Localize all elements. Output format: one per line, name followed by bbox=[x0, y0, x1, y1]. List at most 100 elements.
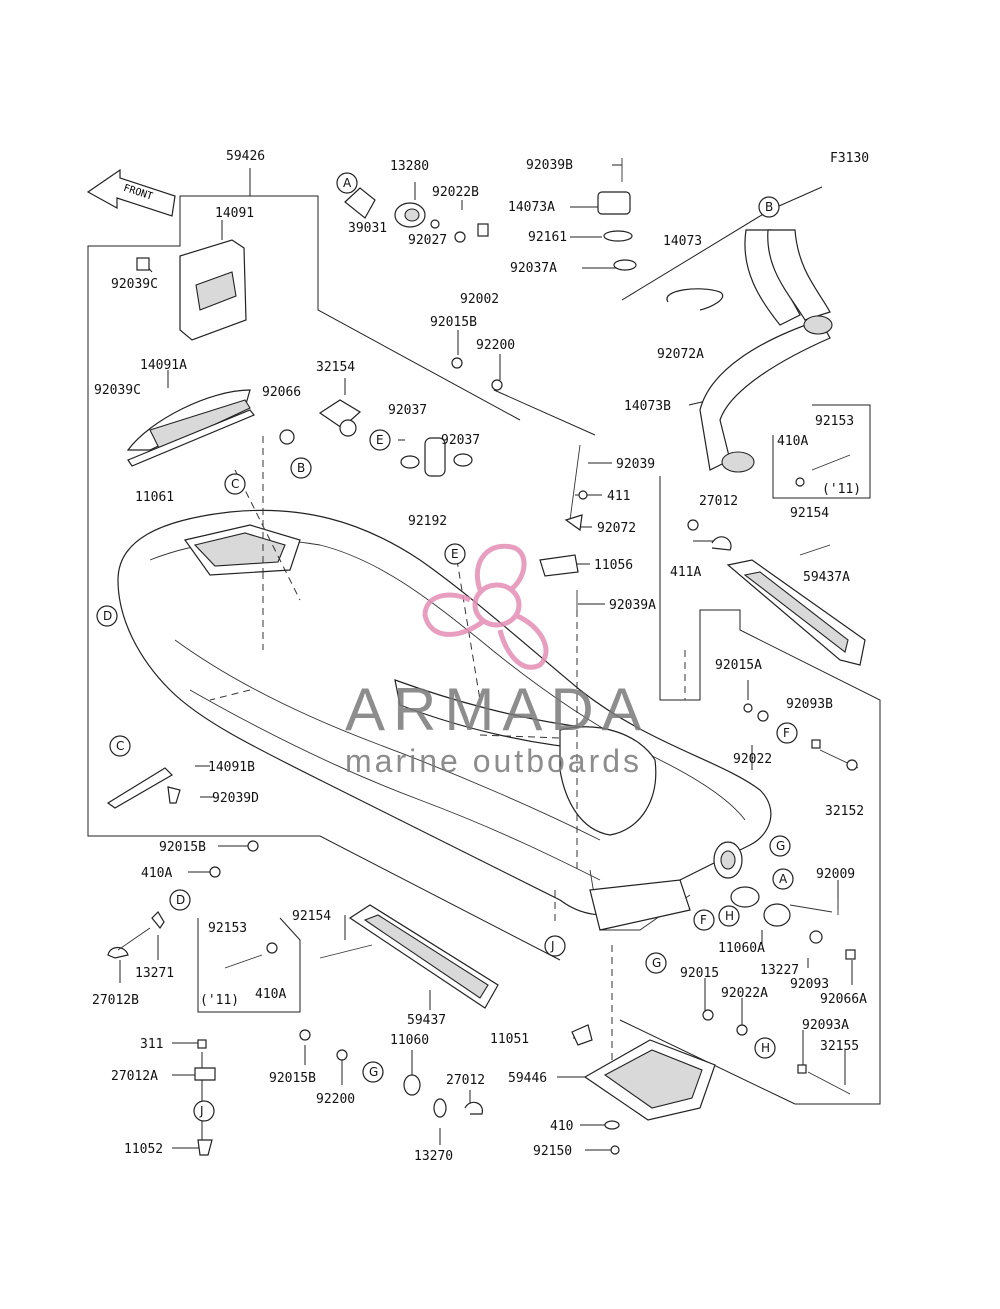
part-label: 92027 bbox=[408, 233, 447, 248]
callout-G-left: G bbox=[362, 1061, 384, 1083]
callout-G-bottom: G bbox=[645, 952, 667, 974]
callout-J-hull: J bbox=[544, 935, 566, 957]
part-label: 92037A bbox=[510, 261, 557, 276]
part-label: 92015B bbox=[430, 315, 477, 330]
part-label: 92039 bbox=[616, 457, 655, 472]
part-label: 92039D bbox=[212, 791, 259, 806]
callout-F-rear: F bbox=[693, 909, 715, 931]
part-label: 92015B bbox=[159, 840, 206, 855]
part-label: 92153 bbox=[208, 921, 247, 936]
svg-text:G: G bbox=[369, 1065, 378, 1079]
part-label: 92022B bbox=[432, 185, 479, 200]
part-label: 92153 bbox=[815, 414, 854, 429]
part-label: 92039A bbox=[609, 598, 656, 613]
part-label: 92015B bbox=[269, 1071, 316, 1086]
callout-circles: A B E C B D E C F G A D F H J G H G J bbox=[96, 172, 798, 1122]
part-label: 13280 bbox=[390, 159, 429, 174]
part-label: 27012B bbox=[92, 993, 139, 1008]
callout-H-rear: H bbox=[718, 905, 740, 927]
callout-B-hull: B bbox=[290, 457, 312, 479]
part-label: 32152 bbox=[825, 804, 864, 819]
hull-body bbox=[117, 509, 772, 931]
watermark: ARMADA marine outboards bbox=[345, 543, 650, 779]
part-label: 92150 bbox=[533, 1144, 572, 1159]
part-label: 27012A bbox=[111, 1069, 158, 1084]
part-label: 410A bbox=[255, 987, 286, 1002]
svg-text:C: C bbox=[231, 477, 239, 491]
part-label: 92066 bbox=[262, 385, 301, 400]
svg-text:D: D bbox=[176, 893, 185, 907]
part-label: 410A bbox=[777, 434, 808, 449]
callout-H-right: H bbox=[754, 1037, 776, 1059]
part-label: 27012 bbox=[446, 1073, 485, 1088]
svg-text:D: D bbox=[103, 609, 112, 623]
part-label: 92002 bbox=[460, 292, 499, 307]
parts-shapes bbox=[106, 158, 866, 1156]
svg-text:G: G bbox=[776, 839, 785, 853]
callout-E-top: E bbox=[369, 429, 391, 451]
watermark-title: ARMADA bbox=[345, 676, 650, 743]
part-label: 92093 bbox=[790, 977, 829, 992]
callout-G-hull: G bbox=[769, 835, 791, 857]
dashed-leaders bbox=[209, 436, 686, 1075]
part-label: 92154 bbox=[790, 506, 829, 521]
part-label: 32154 bbox=[316, 360, 355, 375]
part-label: 92022 bbox=[733, 752, 772, 767]
part-label: 92015 bbox=[680, 966, 719, 981]
part-label: 92037 bbox=[388, 403, 427, 418]
part-label: 311 bbox=[140, 1037, 163, 1052]
part-label: ('11) bbox=[822, 482, 861, 497]
part-label: 27012 bbox=[699, 494, 738, 509]
svg-text:B: B bbox=[297, 461, 305, 475]
part-label: 13270 bbox=[414, 1149, 453, 1164]
part-label: 92072 bbox=[597, 521, 636, 536]
svg-text:A: A bbox=[779, 872, 788, 886]
part-label: 411A bbox=[670, 565, 701, 580]
svg-text:G: G bbox=[652, 956, 661, 970]
part-label: 11052 bbox=[124, 1142, 163, 1157]
part-label: 92015A bbox=[715, 658, 762, 673]
callout-F-right: F bbox=[776, 722, 798, 744]
part-label: 39031 bbox=[348, 221, 387, 236]
part-label: 92066A bbox=[820, 992, 867, 1007]
watermark-subtitle: marine outboards bbox=[345, 743, 642, 779]
part-label: 14091 bbox=[215, 206, 254, 221]
svg-text:A: A bbox=[343, 176, 352, 190]
part-label: 92039C bbox=[94, 383, 141, 398]
part-label: 92200 bbox=[316, 1092, 355, 1107]
part-label: 11051 bbox=[490, 1032, 529, 1047]
part-label: 92093B bbox=[786, 697, 833, 712]
callout-E-hull: E bbox=[444, 543, 466, 565]
front-arrow-icon: FRONT bbox=[86, 168, 176, 217]
part-label: 92039B bbox=[526, 158, 573, 173]
part-label: 14073 bbox=[663, 234, 702, 249]
svg-text:E: E bbox=[376, 433, 384, 447]
part-label: 59446 bbox=[508, 1071, 547, 1086]
callout-D-hull: D bbox=[96, 605, 118, 627]
part-label: 92022A bbox=[721, 986, 768, 1001]
svg-text:J: J bbox=[550, 939, 555, 953]
part-label: 32155 bbox=[820, 1039, 859, 1054]
part-label: 13271 bbox=[135, 966, 174, 981]
callout-A-top: A bbox=[336, 172, 358, 194]
part-label: 92093A bbox=[802, 1018, 849, 1033]
part-label: 11060 bbox=[390, 1033, 429, 1048]
part-label: 411 bbox=[607, 489, 630, 504]
svg-text:C: C bbox=[116, 739, 124, 753]
part-label: 92037 bbox=[441, 433, 480, 448]
part-labels: 59426 14091 92039C 14091A 92039C 11061 9… bbox=[92, 149, 867, 1164]
part-label: 14073B bbox=[624, 399, 671, 414]
callout-D-left: D bbox=[169, 889, 191, 911]
part-label: 92009 bbox=[816, 867, 855, 882]
part-label: 11060A bbox=[718, 941, 765, 956]
svg-text:F: F bbox=[700, 913, 707, 927]
part-label: 410A bbox=[141, 866, 172, 881]
part-label: ('11) bbox=[200, 993, 239, 1008]
part-label: 92039C bbox=[111, 277, 158, 292]
svg-text:B: B bbox=[765, 200, 773, 214]
callout-J-left: J bbox=[193, 1100, 215, 1122]
part-label: 59426 bbox=[226, 149, 265, 164]
part-label: 92192 bbox=[408, 514, 447, 529]
callout-C-upper: C bbox=[224, 473, 246, 495]
